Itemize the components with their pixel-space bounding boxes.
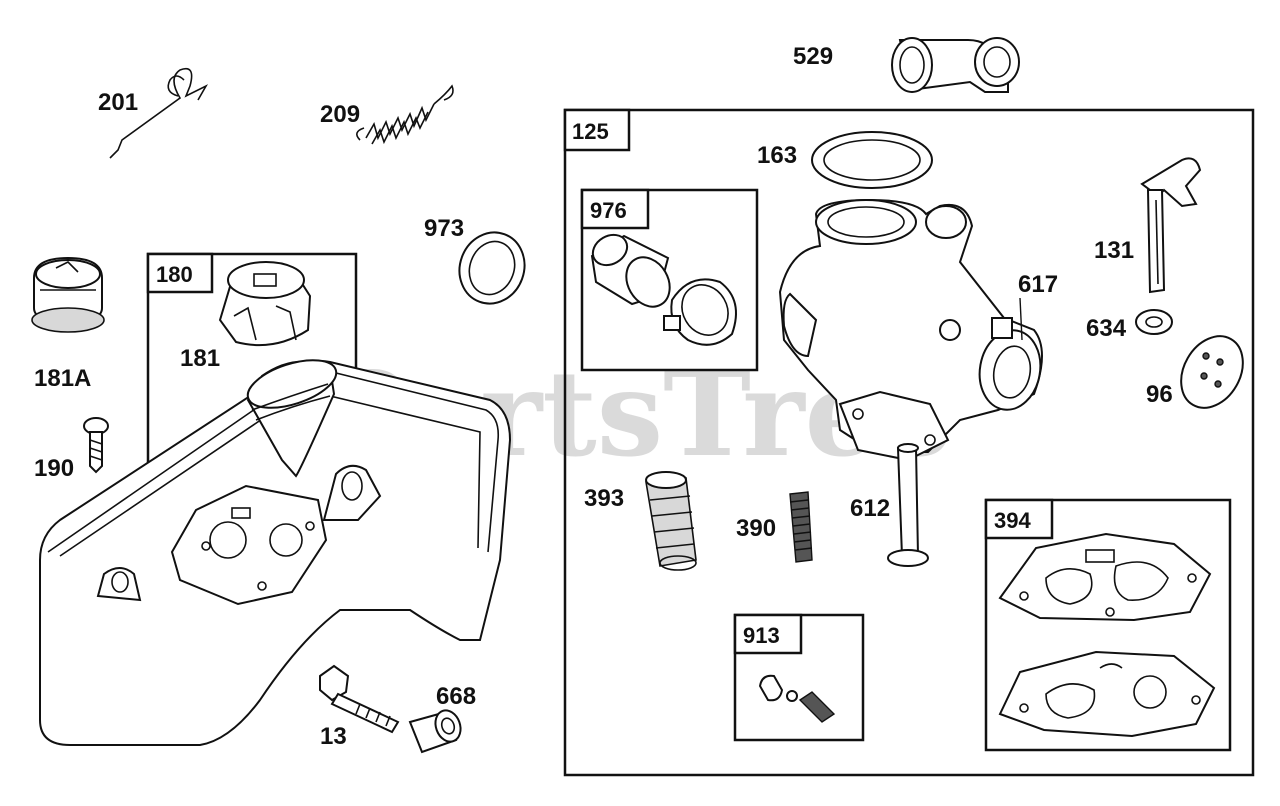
part-label-13[interactable]: 13: [320, 723, 347, 750]
assembly-frame-125: [563, 108, 1255, 777]
assembly-tag-394[interactable]: [984, 498, 1054, 540]
part-163-gasket-ring[interactable]: [811, 131, 933, 189]
fuel-tank[interactable]: [39, 351, 512, 746]
part-612-fuel-pipe[interactable]: [887, 443, 929, 567]
assembly-label-125: 125: [572, 119, 609, 144]
part-label-634[interactable]: 634: [1086, 315, 1127, 342]
part-label-612[interactable]: 612: [850, 495, 890, 522]
part-label-668[interactable]: 668: [436, 683, 476, 710]
part-label-181a[interactable]: 181A: [34, 365, 91, 392]
part-label-201[interactable]: 201: [98, 89, 138, 116]
part-201-link-wire[interactable]: [109, 67, 209, 159]
part-634-seal[interactable]: [1135, 309, 1173, 335]
assembly-tag-180[interactable]: [146, 252, 214, 294]
part-976-nozzle-set[interactable]: [587, 229, 737, 346]
part-181a-vented-fuel-cap[interactable]: [31, 256, 105, 333]
part-label-190[interactable]: 190: [34, 455, 74, 482]
part-label-96[interactable]: 96: [1146, 381, 1173, 408]
part-617-carburetor-body[interactable]: [778, 198, 1046, 462]
part-label-973[interactable]: 973: [424, 215, 464, 242]
assembly-label-913: 913: [743, 623, 780, 648]
part-668-spacer[interactable]: [408, 707, 465, 754]
assembly-tag-913[interactable]: [733, 613, 803, 655]
assembly-frame-976: [580, 188, 759, 372]
assembly-tag-976[interactable]: [580, 188, 650, 230]
assembly-label-180: 180: [156, 262, 193, 287]
assembly-label-394: 394: [994, 508, 1031, 533]
part-label-390[interactable]: 390: [736, 515, 776, 542]
part-131-throttle-shaft[interactable]: [1140, 157, 1202, 294]
part-13-bolt[interactable]: [319, 664, 400, 734]
part-529-elbow-fitting[interactable]: [891, 37, 1020, 93]
part-390-needle-spring[interactable]: [789, 491, 813, 563]
part-393-fuel-screen[interactable]: [645, 471, 697, 571]
part-label-163[interactable]: 163: [757, 142, 797, 169]
part-913-needle-kit[interactable]: [758, 674, 836, 723]
part-973-seal-ring[interactable]: [450, 223, 535, 313]
part-label-181[interactable]: 181: [180, 345, 220, 372]
part-label-393[interactable]: 393: [584, 485, 624, 512]
part-96-throttle-valve[interactable]: [1169, 325, 1255, 419]
assembly-tag-125[interactable]: [563, 108, 631, 152]
part-181-fuel-cap[interactable]: [218, 261, 312, 347]
part-209-spring[interactable]: [356, 84, 454, 145]
assembly-label-976: 976: [590, 198, 627, 223]
part-label-209[interactable]: 209: [320, 101, 360, 128]
part-label-131[interactable]: 131: [1094, 237, 1134, 264]
assembly-frame-394: [984, 498, 1232, 752]
part-label-617[interactable]: 617: [1018, 271, 1058, 298]
part-190-screw[interactable]: [83, 417, 109, 474]
part-label-529[interactable]: 529: [793, 43, 833, 70]
part-394-gasket-set[interactable]: [998, 532, 1216, 738]
